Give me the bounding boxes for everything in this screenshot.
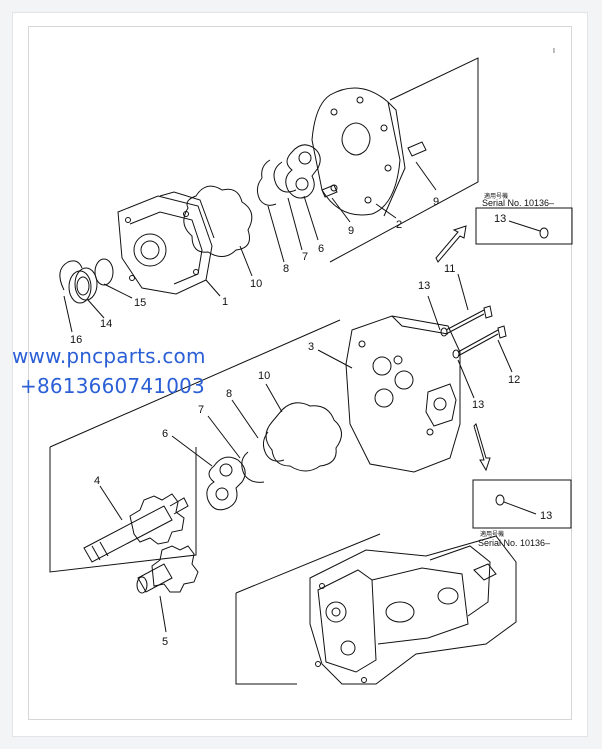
leader-12 bbox=[497, 339, 513, 373]
leader-6-upper bbox=[303, 195, 319, 241]
seal-ring-part-15 bbox=[94, 258, 114, 286]
serial-box-lower-text: 13 適用号機 Serial No. 10136– bbox=[478, 510, 552, 548]
leader-6-lower bbox=[171, 435, 213, 467]
dowel-pin-upper bbox=[407, 141, 427, 157]
serial-jp-label-upper: 適用号機 bbox=[484, 192, 508, 200]
pump-body-part-3 bbox=[345, 315, 461, 473]
serial-part-upper: 13 bbox=[494, 213, 506, 225]
callout-6-lower: 6 bbox=[162, 428, 168, 440]
dowel-pin-lower bbox=[321, 184, 338, 198]
o-ring-upper-10 bbox=[183, 185, 253, 257]
upper-guide-plane bbox=[329, 57, 479, 263]
leader-9-lower bbox=[331, 197, 351, 223]
callout-10-upper: 10 bbox=[250, 278, 262, 290]
diagram-border bbox=[28, 26, 572, 720]
housing-plate-part-2 bbox=[311, 87, 406, 217]
leader-13-a bbox=[427, 295, 441, 331]
wear-plate-lower bbox=[206, 456, 246, 511]
corner-mark: I bbox=[553, 48, 555, 55]
serial-number-lower: Serial No. 10136– bbox=[478, 538, 550, 548]
callout-14: 14 bbox=[100, 318, 112, 330]
pump-guide-line bbox=[235, 533, 381, 594]
callout-8-upper: 8 bbox=[283, 263, 289, 275]
callout-9-upper: 9 bbox=[433, 196, 439, 208]
callout-1: 1 bbox=[222, 296, 228, 308]
callout-11: 11 bbox=[444, 263, 455, 275]
serial-jp-label-lower: 適用号機 bbox=[480, 530, 504, 538]
callout-12: 12 bbox=[508, 374, 520, 386]
callout-numbers: 9 9 2 6 7 8 10 1 15 14 16 11 13 12 13 3 … bbox=[70, 196, 520, 648]
arrow-to-lower-serial bbox=[473, 423, 491, 472]
cover-housing-part-1 bbox=[117, 191, 215, 295]
leader-15 bbox=[103, 283, 133, 299]
seal-upper-7 bbox=[273, 161, 297, 193]
leader-2 bbox=[375, 203, 397, 219]
driven-gear-part-5 bbox=[136, 545, 199, 594]
serial-box-upper bbox=[475, 207, 573, 245]
assembled-pump bbox=[309, 535, 517, 685]
callout-5: 5 bbox=[162, 636, 168, 648]
callout-15: 15 bbox=[134, 297, 146, 309]
watermark-url: www.pncparts.com bbox=[12, 344, 206, 368]
washer-13-lower bbox=[495, 494, 505, 506]
callout-2: 2 bbox=[396, 219, 402, 231]
seal-upper-8b bbox=[261, 159, 271, 179]
callout-3: 3 bbox=[308, 341, 314, 353]
leader-5 bbox=[159, 595, 167, 633]
leader-13-lower bbox=[503, 501, 537, 515]
callout-9-lower: 9 bbox=[348, 225, 354, 237]
callout-4: 4 bbox=[94, 475, 100, 487]
serial-number-upper: Serial No. 10136– bbox=[482, 198, 554, 208]
callout-13-a: 13 bbox=[418, 280, 430, 292]
shaft-guide-frame bbox=[49, 447, 197, 573]
leader-7-upper bbox=[287, 197, 303, 251]
leader-3 bbox=[317, 349, 353, 369]
leader-8-lower bbox=[231, 399, 259, 439]
watermark-phone: +8613660741003 bbox=[20, 374, 205, 398]
o-ring-lower-10 bbox=[265, 402, 342, 472]
callout-7-lower: 7 bbox=[198, 404, 204, 416]
callout-7-upper: 7 bbox=[302, 251, 308, 263]
leader-11 bbox=[457, 273, 469, 311]
pump-guide-frame bbox=[235, 593, 297, 685]
leader-8-upper bbox=[267, 205, 285, 263]
leader-13-upper bbox=[508, 220, 541, 232]
callout-8-lower: 8 bbox=[226, 388, 232, 400]
serial-part-lower: 13 bbox=[540, 510, 552, 522]
seal-lower-8 bbox=[262, 431, 285, 462]
callout-13-b: 13 bbox=[472, 399, 484, 411]
drive-gear-shaft-part-4 bbox=[83, 493, 189, 563]
mid-guide-line bbox=[49, 319, 341, 448]
arrow-to-upper-serial bbox=[435, 225, 467, 263]
bolt-part-11 bbox=[440, 305, 493, 337]
leader-9-upper bbox=[415, 161, 437, 191]
bolt-part-12 bbox=[452, 325, 507, 359]
leader-4 bbox=[99, 485, 123, 521]
leader-10-lower bbox=[265, 383, 283, 413]
leader-1 bbox=[205, 279, 221, 297]
callout-10-lower: 10 bbox=[258, 370, 270, 382]
leader-16 bbox=[63, 295, 73, 333]
serial-box-lower bbox=[472, 479, 572, 529]
serial-box-upper-text: 適用号機 Serial No. 10136– 13 bbox=[482, 192, 554, 225]
seal-upper-8 bbox=[256, 177, 277, 206]
leader-13-b bbox=[457, 359, 475, 399]
washer-13-upper bbox=[539, 227, 549, 239]
callout-16: 16 bbox=[70, 334, 82, 346]
leader-7-lower bbox=[207, 415, 241, 459]
seal-lower-7 bbox=[241, 451, 265, 483]
bearing-part-14 bbox=[68, 267, 98, 304]
leader-10-upper bbox=[239, 245, 253, 277]
wear-plate-upper bbox=[285, 144, 321, 199]
snap-ring-part-16 bbox=[59, 260, 83, 291]
callout-6-upper: 6 bbox=[318, 243, 324, 255]
leader-14 bbox=[87, 299, 105, 319]
